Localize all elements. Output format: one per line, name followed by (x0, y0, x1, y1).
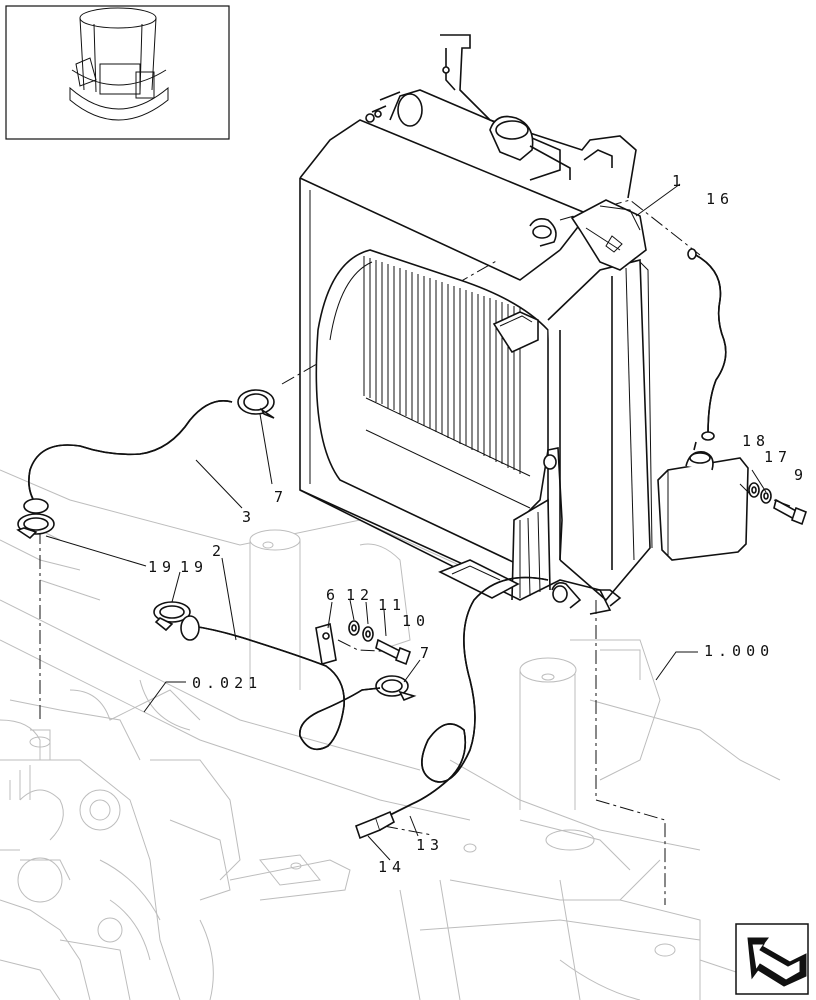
clamp-lower-left (153, 601, 191, 632)
engine-block (0, 679, 241, 1000)
callout-9: 9 (794, 466, 808, 484)
hose-clamps (16, 389, 417, 702)
callout-3: 3 (242, 508, 256, 526)
clamp-lower-right (375, 675, 417, 702)
chassis-background (0, 469, 791, 1000)
washers-and-bolt (748, 482, 807, 526)
machine-thumbnail-icon (5, 5, 230, 140)
drain-pipe (355, 576, 549, 840)
leader-lines (45, 183, 791, 861)
upper-hose (23, 400, 233, 514)
callout-12: 12 (346, 586, 374, 604)
callout-19-left: 19 (148, 558, 176, 576)
callout-0021: 0.021 (192, 674, 262, 692)
callout-17: 17 (764, 448, 792, 466)
callout-2: 2 (212, 542, 226, 560)
radiator-assembly (299, 34, 653, 615)
callout-7-lower: 7 (420, 644, 434, 662)
callout-14: 14 (378, 858, 406, 876)
overflow-hose (687, 248, 727, 441)
callout-11: 11 (378, 596, 406, 614)
callout-10: 10 (402, 612, 430, 630)
callout-16: 16 (706, 190, 734, 208)
callout-6: 6 (326, 586, 340, 604)
navigation-arrow-icon[interactable] (735, 923, 809, 995)
callout-1000: 1.000 (704, 642, 774, 660)
pipe-bracket-parts (315, 620, 411, 666)
lower-hose (180, 615, 381, 751)
callout-1: 1 (672, 172, 686, 190)
clamp-upper-right (237, 389, 275, 419)
clamp-upper-left (16, 513, 55, 540)
callout-19-right: 19 (180, 558, 208, 576)
callout-labels: 1 16 18 17 9 3 7 19 19 2 6 12 11 10 7 1.… (148, 172, 808, 876)
callout-18: 18 (742, 432, 770, 450)
callout-7-upper: 7 (274, 488, 288, 506)
callout-13: 13 (416, 836, 444, 854)
overflow-tank (657, 441, 749, 561)
